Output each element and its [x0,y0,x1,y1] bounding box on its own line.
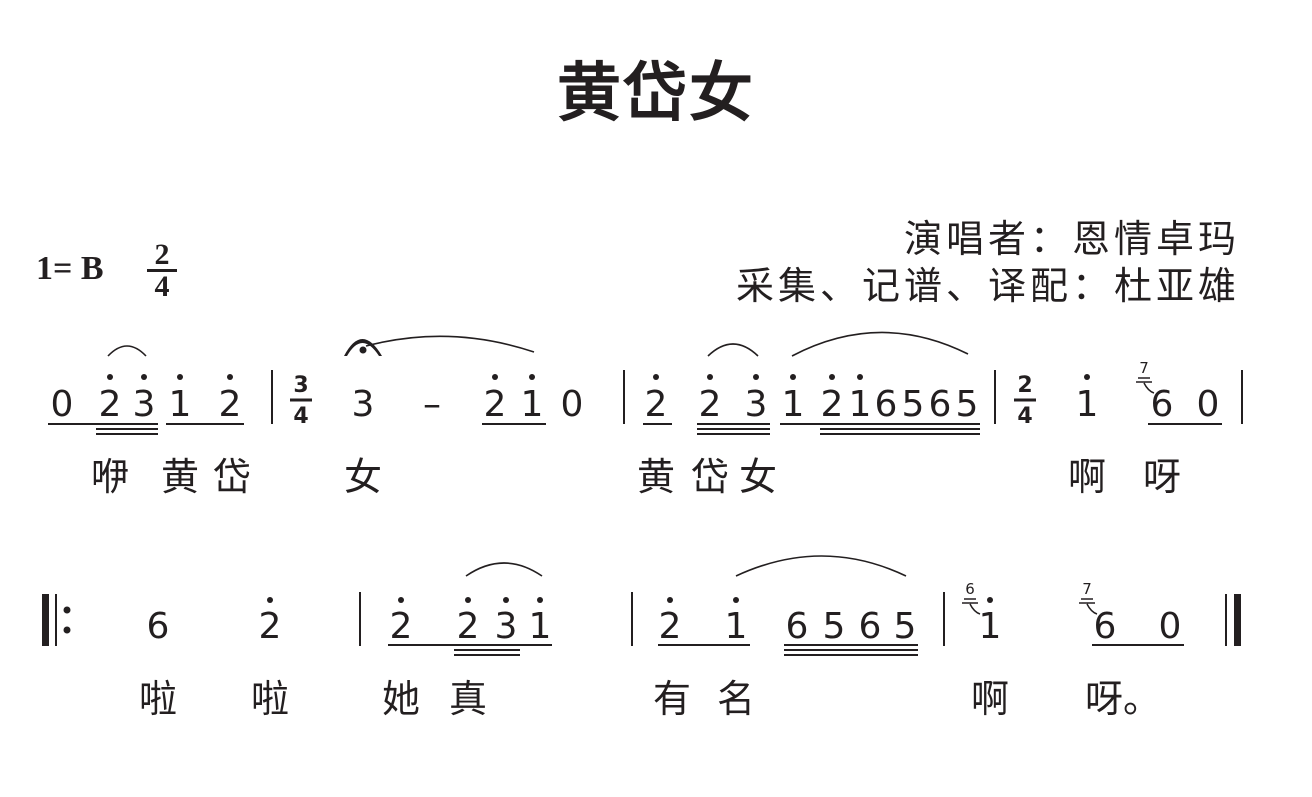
dash: – [423,384,441,425]
repeat-dot [63,626,71,634]
lyric: 岱 [691,455,729,499]
staff-row-1: 0 2 3 1 2 3 4 3 – 2 1 0 2 2 3 1 2 1 6 5 … [48,331,1243,499]
beams [48,423,1222,435]
grace-note-mark [1079,598,1098,615]
note: 2 [699,384,722,425]
note: 6 [1094,606,1117,647]
time-change-numerator: 3 [293,373,308,398]
note: 2 [259,606,282,647]
note: 1 [529,606,552,647]
lyric: 岱 [213,455,251,499]
note: 2 [219,384,242,425]
slur [791,331,969,357]
fermata-dot [359,346,367,354]
note: 2 [645,384,668,425]
note: 1 [1076,384,1099,425]
note: 6 [859,606,882,647]
bar-lines [271,370,1243,424]
tie [365,335,535,353]
note: 6 [875,384,898,425]
note: 0 [51,384,74,425]
note: 1 [849,384,872,425]
fermata-icon [344,339,382,356]
lyric: 她 [382,677,420,721]
note: 3 [133,384,156,425]
note: 6 [1151,384,1174,425]
time-change-numerator: 2 [1017,373,1032,398]
lyric: 咿 [91,455,129,499]
slur [735,555,907,577]
lyric: 啦 [251,677,289,721]
note: 1 [782,384,805,425]
grace-note: 7 [1082,580,1092,598]
singer-name: 恩情卓玛 [1071,217,1240,261]
note: 2 [821,384,844,425]
note: 1 [725,606,748,647]
time-signature-denominator: 4 [154,270,170,303]
collector-label: 采集、记谱、译配： [735,264,1114,308]
note: 3 [352,384,375,425]
note: 2 [659,606,682,647]
note: 6 [147,606,170,647]
grace-note: 6 [965,580,975,598]
note: 5 [823,606,846,647]
note: 2 [390,606,413,647]
lyric: 啦 [139,677,177,721]
note: 5 [902,384,925,425]
collector-credit: 采集、记谱、译配：杜亚雄 [736,255,1240,310]
note: 2 [457,606,480,647]
lyric: 有 [653,677,691,721]
note: 5 [894,606,917,647]
lyric: 黄 [637,455,675,499]
repeat-dot [63,606,71,614]
octave-dots [267,597,993,603]
time-signature-bar [147,269,177,272]
grace-note-mark [1136,377,1155,394]
note: 0 [1197,384,1220,425]
note: 0 [561,384,584,425]
lyric: 名 [717,677,755,721]
bar-lines [359,592,945,646]
singer-credit: 演唱者：恩情卓玛 [904,208,1240,263]
lyric: 女 [739,455,777,499]
final-bar-thick [1234,594,1241,646]
note: 1 [169,384,192,425]
note: 2 [99,384,122,425]
key-signature: 1= B [36,250,104,287]
lyric: 黄 [161,455,199,499]
note: 1 [979,606,1002,647]
note: 3 [745,384,768,425]
note: 6 [929,384,952,425]
grace-note-mark [962,598,981,615]
slur [465,562,543,577]
lyric: 呀 [1143,455,1181,499]
lyric: 女 [344,455,382,499]
slur [107,345,147,357]
song-title: 黄岱女 [557,57,755,131]
time-signature-numerator: 2 [154,238,170,271]
time-change-denominator: 4 [293,404,308,429]
staff-row-2: 6 2 2 2 3 1 2 1 6 5 6 5 6 1 6 0 7 [42,555,1241,721]
note: 6 [786,606,809,647]
octave-dots [107,374,1090,380]
time-change-denominator: 4 [1017,404,1032,429]
note: 3 [495,606,518,647]
note: 5 [956,384,979,425]
lyric: 啊 [1068,455,1106,499]
lyric: 啊 [971,677,1009,721]
time-signature: 2 4 [147,238,177,303]
lyric: 呀。 [1085,677,1161,721]
lyric: 真 [449,677,487,721]
repeat-start-thick [42,594,49,646]
slur [707,343,759,357]
note: 1 [521,384,544,425]
note: 2 [484,384,507,425]
note: 0 [1159,606,1182,647]
beams [388,644,1184,656]
singer-label: 演唱者： [903,217,1072,261]
collector-name: 杜亚雄 [1113,264,1240,308]
grace-note: 7 [1139,359,1149,377]
